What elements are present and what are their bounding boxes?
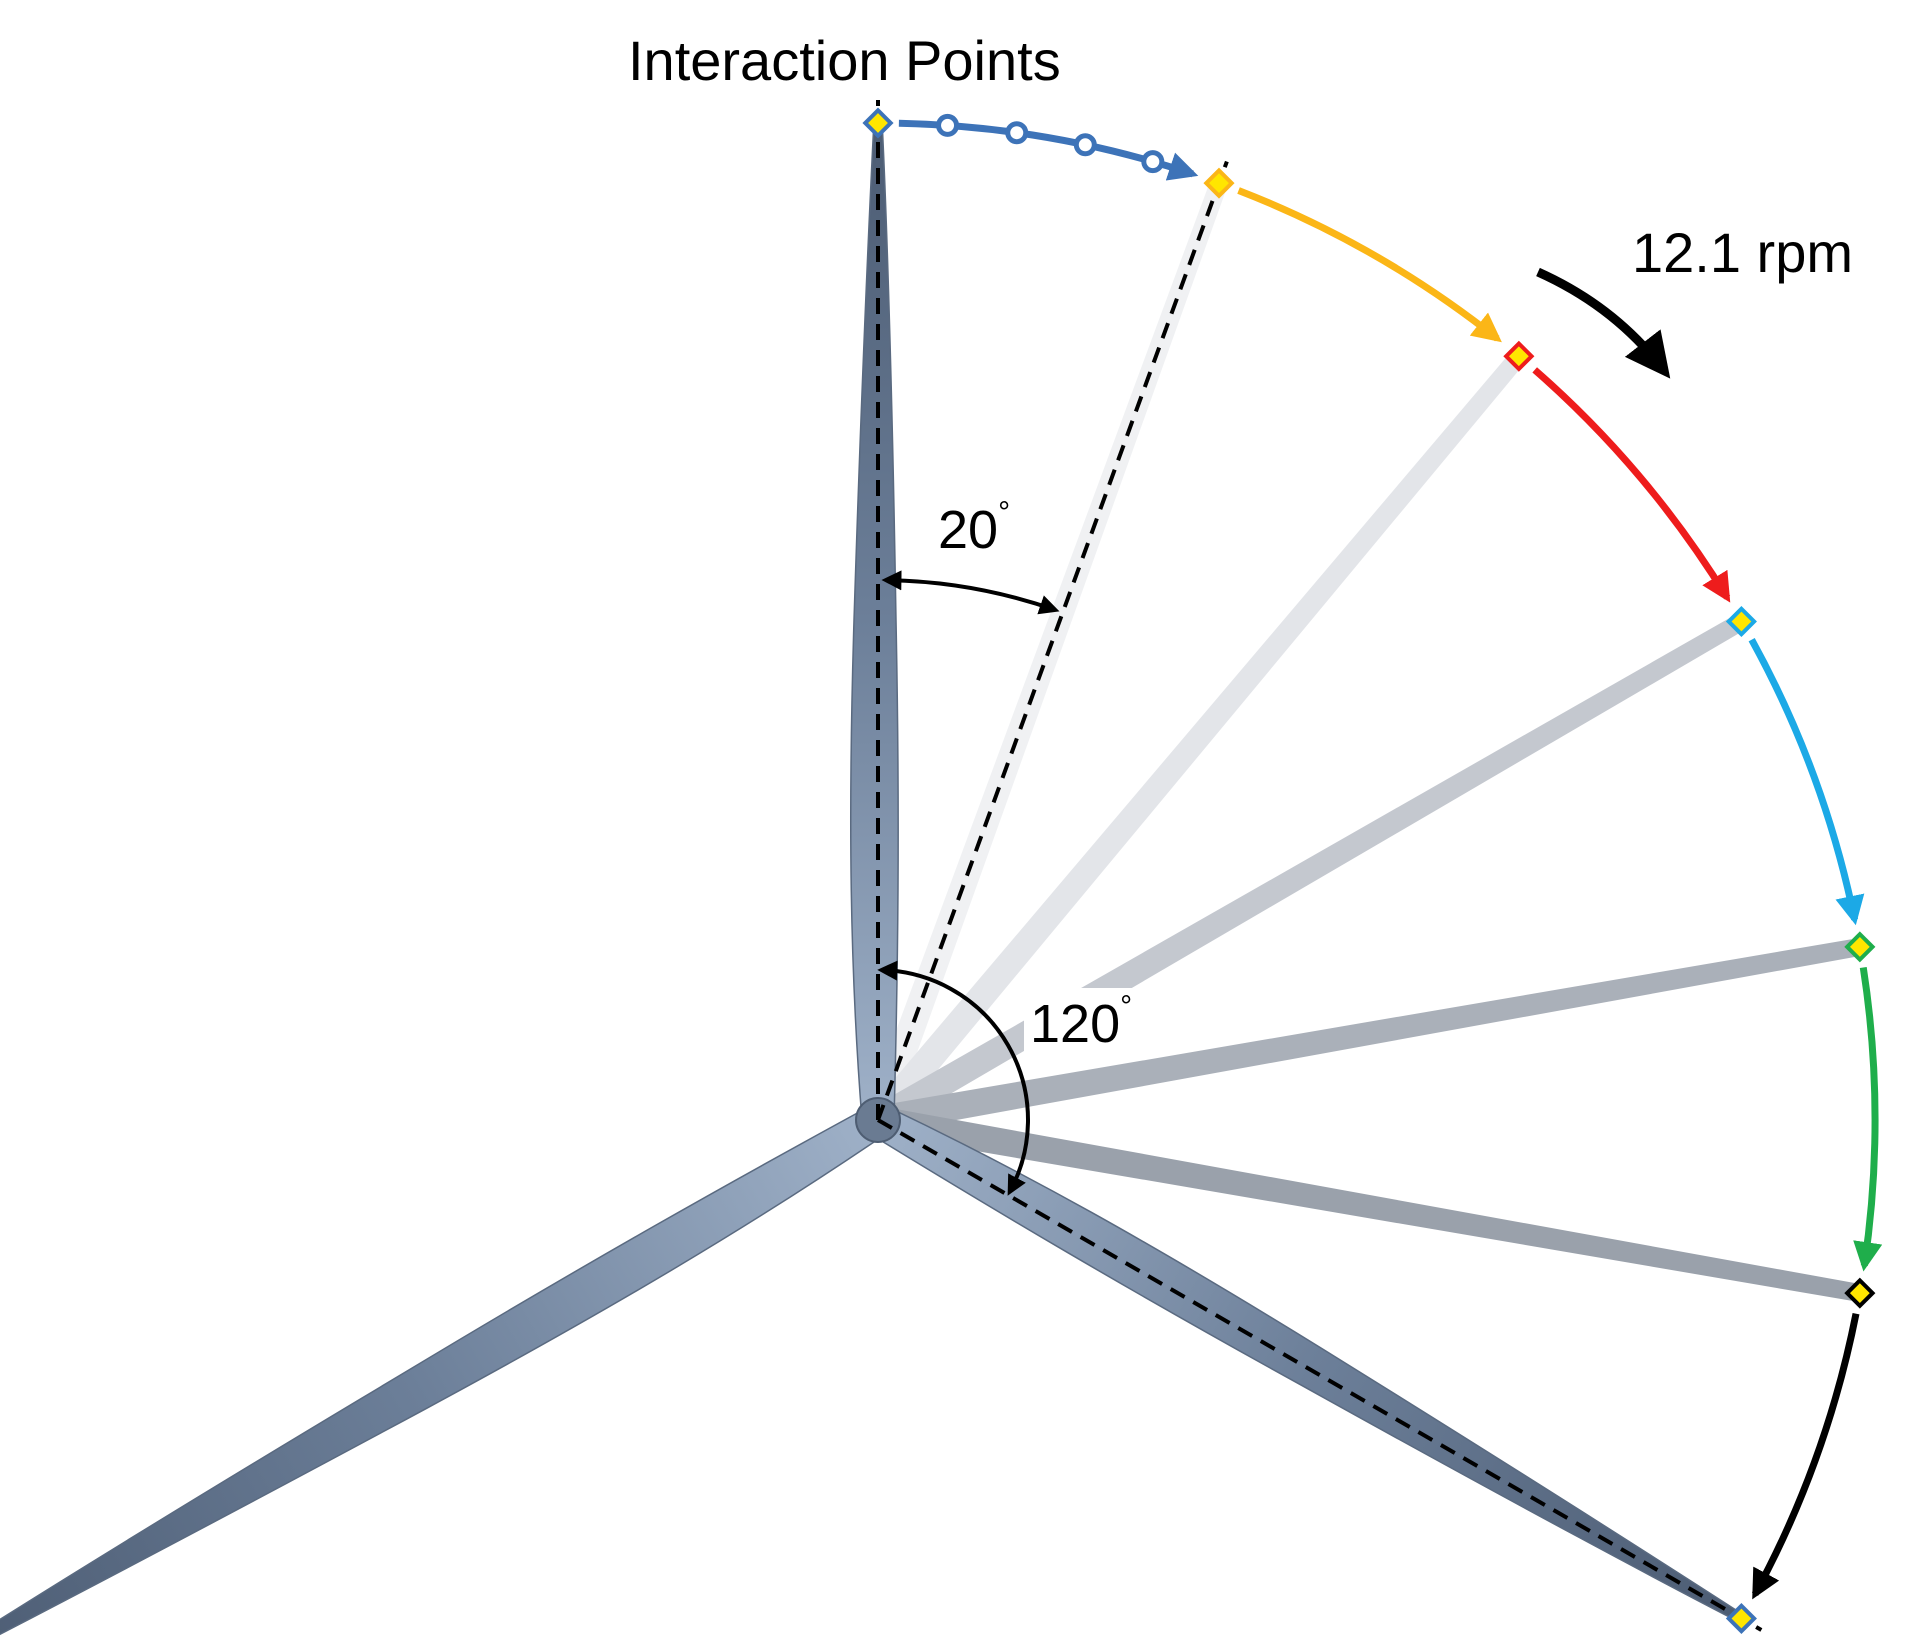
path-segment — [1751, 1312, 1860, 1600]
path-segment — [1853, 966, 1883, 1272]
ghost-blade — [864, 186, 1226, 1125]
blade-shape — [0, 1105, 887, 1646]
rotation-speed-label: 12.1 rpm — [1632, 221, 1853, 284]
path-segment — [1748, 638, 1865, 926]
rotor-blade — [868, 1105, 1748, 1625]
interaction-point — [1725, 605, 1757, 638]
interaction-point — [1844, 1277, 1876, 1309]
intermediate-point — [1073, 133, 1097, 157]
reference-lines — [876, 100, 1763, 1632]
ghost-blade — [867, 355, 1522, 1129]
path-segment — [1237, 187, 1502, 343]
reference-line — [877, 1118, 1763, 1632]
angle-120-arc — [877, 960, 1030, 1196]
interaction-point — [1203, 167, 1235, 199]
ghost-blade-shape — [875, 939, 1855, 1134]
angle-20-label: 20° — [938, 496, 1010, 560]
angle-120-label: 120° — [1030, 990, 1132, 1054]
ghost-blade-shape — [867, 355, 1522, 1129]
angle-20-arc — [881, 570, 1060, 615]
path-segment — [1532, 367, 1731, 603]
ghost-blade-shape — [864, 186, 1226, 1125]
ghost-blade — [875, 1106, 1855, 1301]
rotor-blade — [0, 1105, 887, 1646]
degree-symbol: ° — [1120, 990, 1132, 1023]
rotation-direction-arrow — [1536, 267, 1671, 379]
angle-indicators — [877, 570, 1060, 1196]
angle-20-value: 20 — [938, 500, 998, 560]
intermediate-point — [1005, 121, 1029, 145]
rotated-blade-positions — [864, 186, 1855, 1301]
intermediate-point — [936, 113, 960, 137]
ghost-blade-shape — [875, 1106, 1855, 1301]
interaction-point — [1503, 340, 1535, 372]
angle-120-label-background — [1024, 988, 1156, 1052]
interaction-point — [1725, 1602, 1757, 1635]
interaction-point — [862, 107, 894, 139]
blade-shape — [868, 1105, 1748, 1625]
reference-line — [876, 160, 1229, 1121]
intermediate-point — [1141, 150, 1165, 174]
interaction-path — [898, 113, 1883, 1600]
interaction-points — [862, 107, 1876, 1635]
interaction-point — [1844, 931, 1876, 963]
interaction-points-label: Interaction Points — [628, 29, 1061, 92]
angle-120-value: 120 — [1030, 994, 1120, 1054]
ghost-blade — [875, 939, 1855, 1134]
degree-symbol: ° — [998, 496, 1010, 529]
